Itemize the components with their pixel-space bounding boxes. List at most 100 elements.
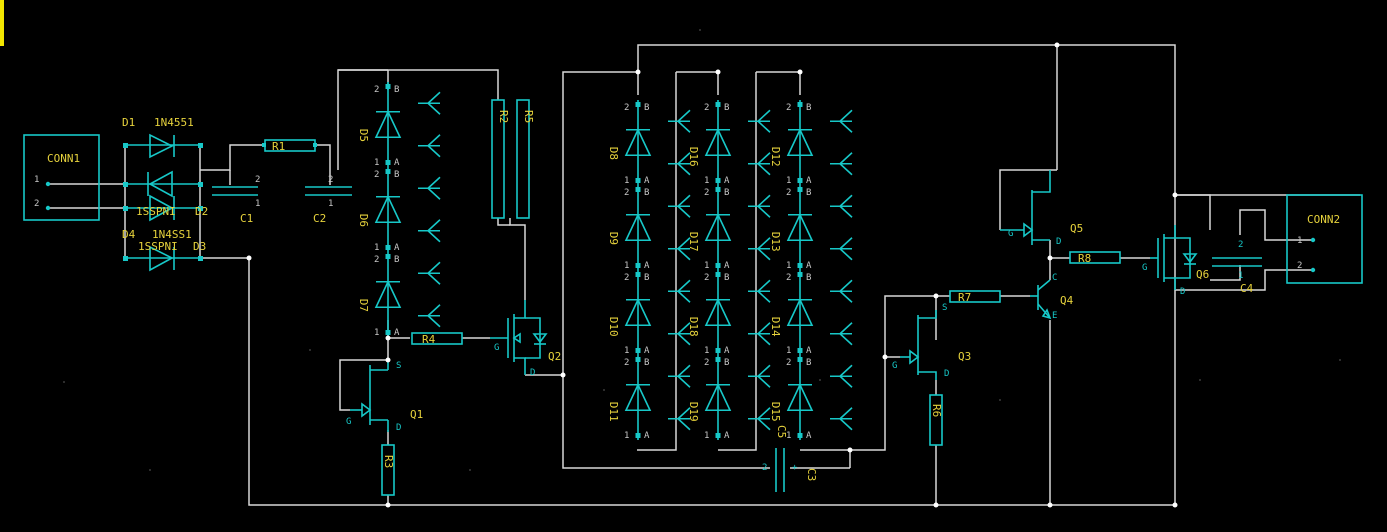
svg-text:E: E: [1052, 311, 1057, 321]
d4-value: 1SSPNI: [138, 240, 178, 253]
r1-resistor[interactable]: R1: [262, 139, 317, 153]
svg-text:1: 1: [786, 346, 791, 356]
r4-label: R4: [422, 333, 436, 346]
q4-label: Q4: [1060, 294, 1074, 307]
svg-text:1: 1: [255, 199, 260, 209]
r7-resistor[interactable]: R7: [949, 290, 1001, 304]
svg-text:B: B: [724, 103, 729, 113]
svg-text:B: B: [806, 103, 811, 113]
input-diodes[interactable]: D1 1N4551 1SSPNI D2 D4 1N4SS1 1SSPNI D3: [122, 116, 208, 272]
svg-text:G: G: [1142, 263, 1147, 273]
svg-text:B: B: [724, 273, 729, 283]
svg-text:A: A: [724, 431, 730, 441]
svg-text:1: 1: [704, 176, 709, 186]
r2-resistor[interactable]: R2: [491, 99, 510, 219]
q3-transistor[interactable]: S G D Q3: [892, 303, 971, 380]
q2-mosfet[interactable]: G D Q2: [490, 300, 561, 378]
r2-label: R2: [497, 110, 510, 123]
d1-value: 1N4551: [154, 116, 194, 129]
svg-text:2: 2: [624, 188, 629, 198]
svg-text:A: A: [724, 176, 730, 186]
r5-label: R5: [522, 110, 535, 123]
r3-resistor[interactable]: R3: [381, 444, 395, 496]
led-label: D15: [769, 402, 782, 422]
svg-text:1: 1: [624, 176, 629, 186]
led-label: D13: [769, 232, 782, 252]
svg-text:B: B: [394, 255, 399, 265]
led-d16[interactable]: 2 B 1 A D16: [687, 100, 771, 186]
r5-resistor[interactable]: R5: [516, 99, 535, 219]
d2-label: D2: [195, 205, 208, 218]
svg-text:A: A: [644, 346, 650, 356]
q4-bjt[interactable]: C E Q4: [1030, 273, 1074, 321]
svg-text:1: 1: [624, 431, 629, 441]
q5-transistor[interactable]: G D Q5: [1000, 170, 1083, 247]
r6-resistor[interactable]: R6: [929, 394, 943, 446]
svg-text:2: 2: [624, 273, 629, 283]
junctions: [246, 42, 1178, 508]
svg-text:B: B: [394, 170, 399, 180]
q6-mosfet[interactable]: G D Q6: [1142, 225, 1209, 297]
q3-label: Q3: [958, 350, 971, 363]
q2-label: Q2: [548, 350, 561, 363]
c1-label: C1: [240, 212, 253, 225]
conn2-connector[interactable]: CONN2 1 2: [1286, 194, 1363, 284]
svg-text:2: 2: [374, 170, 379, 180]
svg-text:A: A: [806, 261, 812, 271]
svg-text:D: D: [1056, 237, 1061, 247]
c2-label: C2: [313, 212, 326, 225]
c4-capacitor[interactable]: 2 1 C4: [1212, 240, 1262, 295]
svg-text:G: G: [494, 343, 499, 353]
svg-text:2: 2: [704, 103, 709, 113]
c2-capacitor[interactable]: 2 1 C2: [305, 175, 352, 225]
d3-label: D3: [193, 240, 206, 253]
svg-text:A: A: [724, 346, 730, 356]
led-label: D19: [687, 402, 700, 422]
svg-text:2: 2: [704, 273, 709, 283]
svg-text:+: +: [792, 463, 798, 473]
d2-value: 1SSPNI: [136, 205, 176, 218]
r4-resistor[interactable]: R4: [411, 332, 463, 346]
svg-text:A: A: [644, 176, 650, 186]
svg-text:2: 2: [786, 188, 791, 198]
svg-text:A: A: [806, 431, 812, 441]
svg-text:1: 1: [1238, 271, 1243, 281]
c5-capacitor[interactable]: 2 + C3 C5: [762, 425, 818, 492]
window-edge-marker: [0, 0, 4, 46]
conn2-pin2: 2: [1297, 261, 1302, 271]
conn1-connector[interactable]: CONN1 1 2: [23, 134, 100, 221]
led-label: D7: [357, 299, 370, 312]
r1-label: R1: [272, 140, 285, 153]
svg-text:1: 1: [374, 328, 379, 338]
led-label: D16: [687, 147, 700, 167]
svg-text:B: B: [806, 188, 811, 198]
svg-text:1: 1: [374, 158, 379, 168]
svg-text:B: B: [644, 358, 649, 368]
svg-text:1: 1: [374, 243, 379, 253]
q1-transistor[interactable]: S G D Q1: [346, 360, 423, 433]
c1-capacitor[interactable]: 2 1 C1: [212, 175, 260, 225]
led-label: D18: [687, 317, 700, 337]
svg-text:A: A: [806, 176, 812, 186]
svg-text:G: G: [346, 417, 351, 427]
r8-resistor[interactable]: R8: [1069, 251, 1121, 265]
